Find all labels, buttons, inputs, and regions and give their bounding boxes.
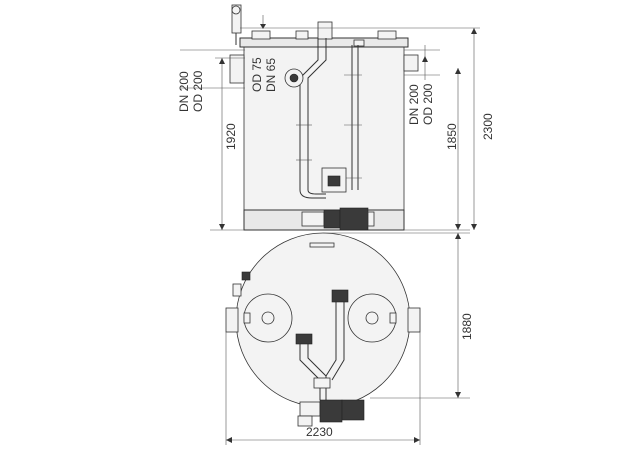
pressure-gauge-icon (284, 68, 304, 88)
dimension-1920: 1920 (210, 57, 245, 231)
inlet-pipe-left (229, 54, 245, 84)
top-view-pump-icon (297, 399, 365, 427)
svg-text:1850: 1850 (445, 123, 459, 150)
dimension-1850: 1850 (404, 68, 470, 231)
external-pump-icon (301, 207, 375, 231)
label-od200-left: OD 200 (191, 70, 205, 112)
outlet-pipe-right (403, 54, 419, 72)
dimension-1880: 1880 (323, 232, 474, 399)
label-dn65: DN 65 (264, 58, 278, 92)
label-dn200-left: DN 200 (177, 71, 191, 112)
svg-text:1920: 1920 (224, 123, 238, 150)
svg-text:2230: 2230 (306, 425, 333, 439)
manhole-left-icon (243, 293, 293, 343)
manhole-right-icon (347, 293, 397, 343)
pressure-pipe (296, 38, 327, 199)
pump-unit (321, 167, 347, 193)
top-view-piping (295, 289, 349, 400)
svg-text:2300: 2300 (481, 113, 495, 140)
label-od200-right: OD 200 (421, 83, 435, 125)
label-dn200-right: DN 200 (407, 84, 421, 125)
top-view: 1880 2230 (225, 232, 474, 445)
side-view: OD 75 DN 65 DN 200 OD 200 DN 200 OD 200 … (177, 4, 495, 231)
dimension-2230: 2230 (225, 332, 421, 445)
dimension-2300: 2300 (240, 27, 495, 230)
svg-text:1880: 1880 (460, 313, 474, 340)
valve-handle-icon (231, 4, 242, 45)
label-od75: OD 75 (250, 57, 264, 92)
